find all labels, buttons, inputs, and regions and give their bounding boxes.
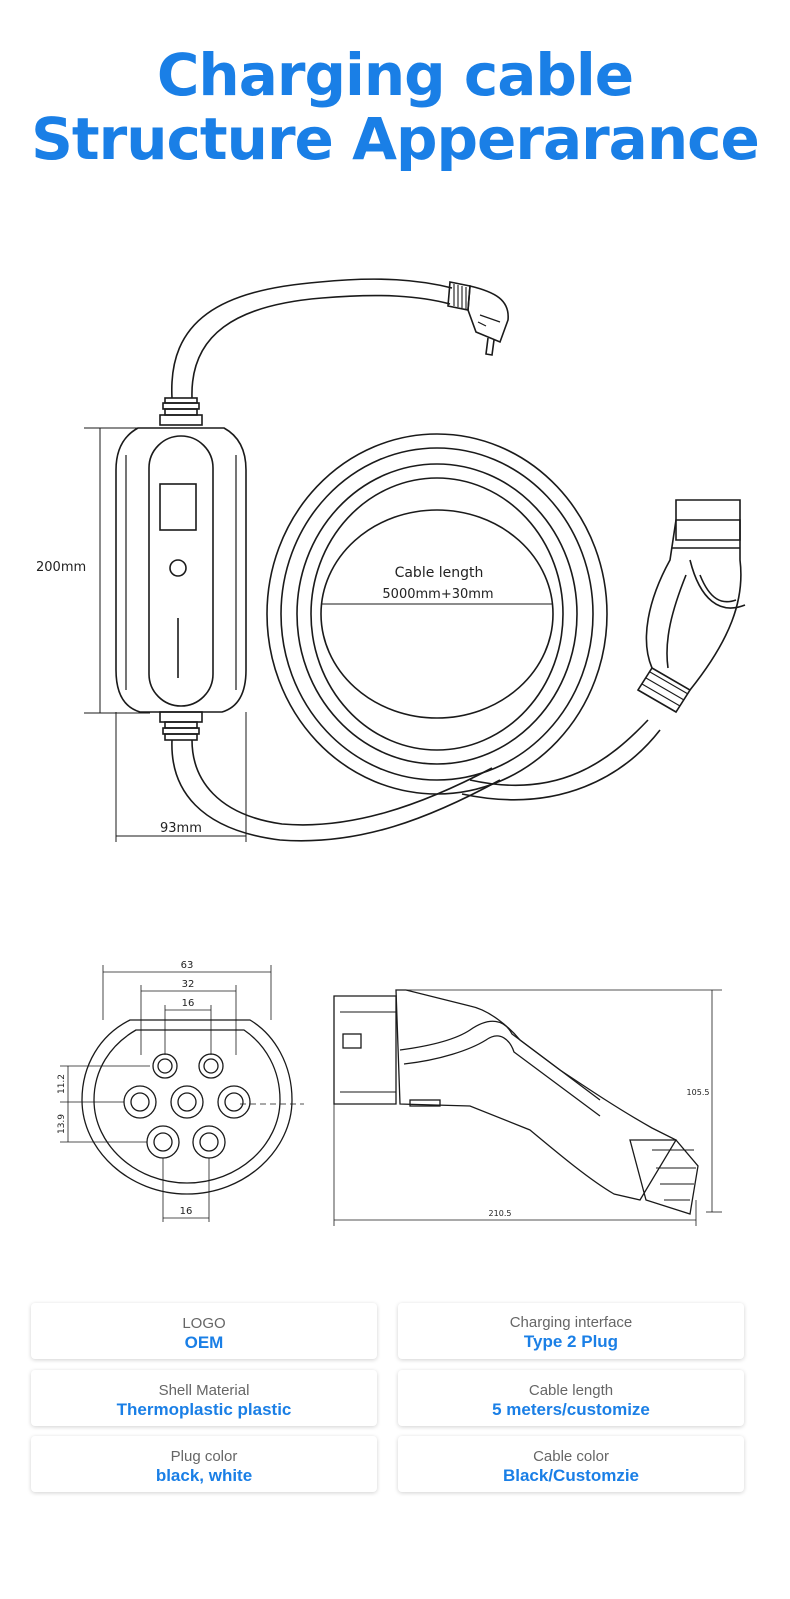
spec-label: Cable color — [533, 1448, 609, 1465]
spec-label: LOGO — [182, 1315, 226, 1332]
upper-cable — [171, 278, 453, 399]
cable-coil — [266, 433, 608, 795]
front-dimension-lines — [60, 965, 304, 1222]
dim-210-5-label: 210.5 — [489, 1209, 512, 1218]
width-dimension-label: 93mm — [160, 821, 202, 836]
spec-label: Plug color — [170, 1448, 238, 1465]
lower-cable — [171, 739, 501, 842]
dim-32-label: 32 — [182, 979, 195, 990]
plug-front-view — [81, 1019, 293, 1195]
ev-plug-side — [636, 499, 746, 714]
dimension-lines — [84, 427, 552, 842]
spec-card-charging-interface: Charging interface Type 2 Plug — [398, 1303, 744, 1359]
spec-label: Charging interface — [509, 1314, 633, 1331]
spec-card-plug-color: Plug color black, white — [31, 1436, 377, 1492]
spec-card-cable-color: Cable color Black/Customzie — [398, 1436, 744, 1492]
dim-105-5-label: 105.5 — [687, 1088, 710, 1097]
dim-63-label: 63 — [181, 960, 194, 971]
cable-length-label: Cable length — [395, 565, 484, 581]
spec-label: Shell Material — [158, 1382, 250, 1399]
dim-16-bottom-label: 16 — [180, 1206, 193, 1217]
dim-16-top-label: 16 — [182, 998, 195, 1009]
page-title-line1: Charging cable — [156, 41, 634, 109]
spec-value: OEM — [184, 1333, 224, 1352]
wall-plug — [447, 281, 509, 356]
spec-value: Thermoplastic plastic — [116, 1400, 292, 1419]
dim-11-2-label: 11.2 — [57, 1074, 67, 1094]
spec-value: Black/Customzie — [502, 1466, 640, 1485]
control-box-bottom-relief — [159, 711, 203, 741]
height-dimension-label: 200mm — [36, 560, 86, 575]
spec-card-cable-length: Cable length 5 meters/customize — [398, 1370, 744, 1426]
spec-label: Cable length — [528, 1382, 614, 1399]
control-box-top-relief — [159, 397, 203, 426]
spec-card-logo: LOGO OEM — [31, 1303, 377, 1359]
spec-value: black, white — [155, 1466, 253, 1485]
spec-value: 5 meters/customize — [492, 1400, 650, 1419]
plug-side-view — [333, 989, 699, 1215]
spec-card-shell-material: Shell Material Thermoplastic plastic — [31, 1370, 377, 1426]
dim-13-9-label: 13.9 — [57, 1114, 67, 1134]
spec-value: Type 2 Plug — [523, 1332, 619, 1351]
cable-overview-diagram: 200mm 93mm Cable length 5000mm+30mm — [36, 278, 746, 842]
page-title-line2: Structure Apperarance — [31, 105, 760, 173]
cable-length-value: 5000mm+30mm — [382, 587, 493, 602]
control-box — [115, 427, 247, 713]
side-dimension-lines — [333, 989, 722, 1226]
